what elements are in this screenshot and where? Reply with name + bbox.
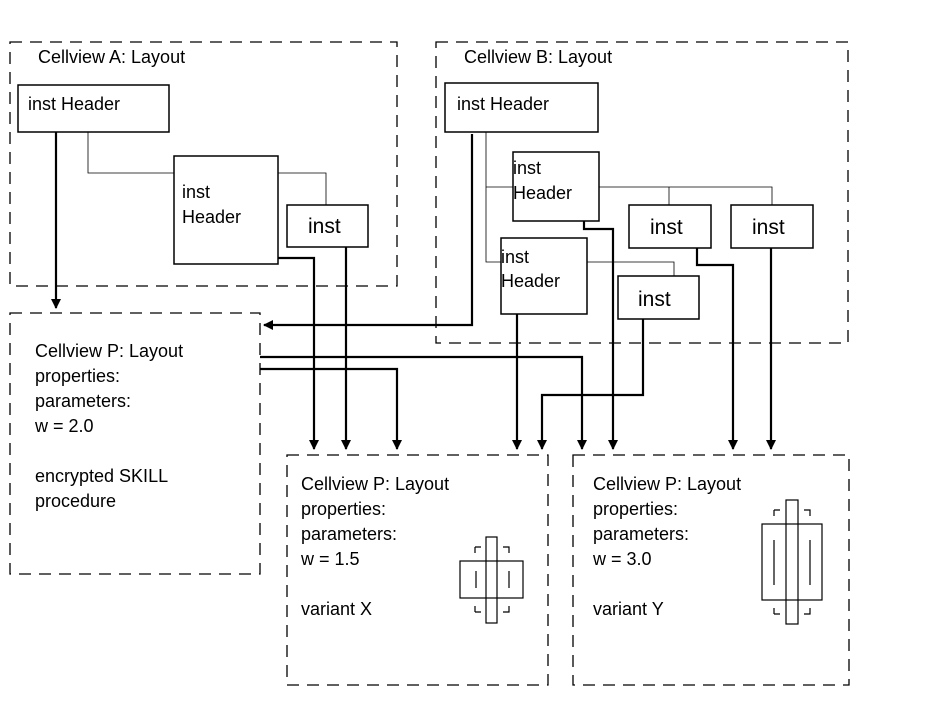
reference-arrows: [51, 132, 776, 450]
cellview-a-sub-inst-label: inst: [182, 182, 210, 202]
cellview-a-connector-1: [87, 132, 174, 174]
arrow-b-header-to-master: [263, 134, 474, 330]
cellview-a-title: Cellview A: Layout: [38, 47, 185, 67]
arrow-b-sub1-to-variant-y: [582, 221, 618, 450]
arrow-b-inst1-to-variant-y: [695, 248, 738, 450]
cellview-b-sub2-inst-header-box: [500, 237, 588, 315]
cellview-b-inst-box-2: [730, 204, 814, 249]
arrow-master-to-variant-y: [260, 355, 587, 450]
cellview-a-inst-header-box: [17, 84, 170, 133]
cellview-b-sub1-inst-label: inst: [513, 158, 541, 178]
cellview-b-frame: [435, 41, 849, 344]
variant-y-frame: [572, 454, 850, 686]
cellview-a-frame: [9, 41, 398, 287]
variant-y-layout-icon: [761, 499, 823, 625]
cellview-b-inst-box-3: [617, 275, 700, 320]
cellview-b-inst-box-1: [628, 204, 712, 249]
cellview-b-inst-header-label: inst Header: [457, 94, 549, 114]
cellview-b-sub1-inst-header-box: [512, 151, 600, 222]
cellview-a-sub-inst-header-box: [173, 155, 279, 265]
arrow-a-subheader-to-variant-x: [278, 256, 319, 450]
cellview-b-connector-trunk: [485, 132, 501, 263]
cellview-b-title: Cellview B: Layout: [464, 47, 612, 67]
cellview-b-inst-header-box: [444, 82, 599, 133]
arrow-master-to-variant-x: [260, 367, 402, 450]
cellview-b-sub1-header-label: Header: [513, 183, 572, 203]
variant-y-text: Cellview P: Layout properties: parameter…: [592, 474, 746, 619]
variant-x-layout-icon: [459, 536, 524, 624]
variant-x-text: Cellview P: Layout properties: parameter…: [300, 474, 454, 619]
cellview-b-inst-label-2: inst: [752, 216, 785, 239]
cellview-b-inst-label-1: inst: [650, 216, 683, 239]
master-cellview-frame: [9, 312, 261, 575]
cellview-a-inst-header-label: inst Header: [28, 94, 120, 114]
variant-x-frame: [286, 454, 549, 686]
cellview-a-inst-box: [286, 204, 369, 248]
cellview-b-inst-label-3: inst: [638, 288, 671, 311]
arrow-b-inst3-to-variant-x: [537, 319, 645, 450]
cellview-a-inst-label: inst: [308, 215, 341, 238]
cellview-b-connector-4: [587, 261, 675, 276]
cellview-a-connector-2: [278, 172, 327, 205]
cellview-a-sub-header-label: Header: [182, 207, 241, 227]
cellview-b-sub2-header-label: Header: [501, 271, 560, 291]
cellview-b-sub2-inst-label: inst: [501, 247, 529, 267]
master-cellview-text: Cellview P: Layout properties: parameter…: [34, 341, 188, 511]
cellview-b-connector-2: [599, 186, 773, 205]
